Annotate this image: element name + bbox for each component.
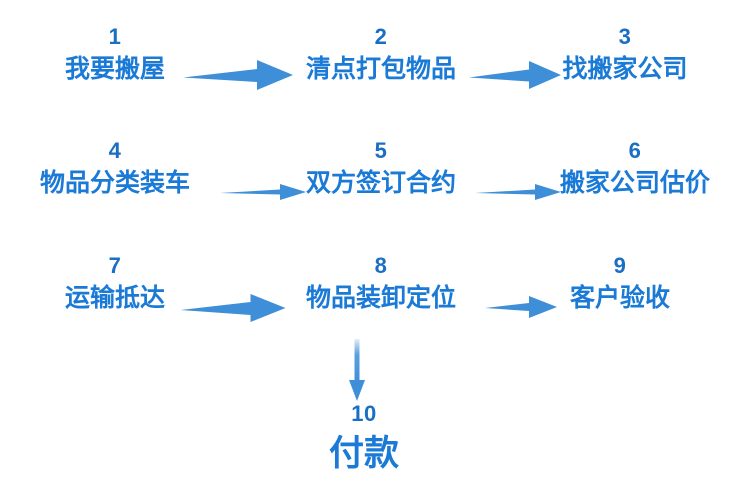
flow-step-9-number: 9	[613, 253, 627, 278]
arrow-8-to-9-icon	[485, 294, 557, 320]
flow-step-8-label: 物品装卸定位	[305, 284, 457, 312]
flow-step-1-number: 1	[108, 24, 122, 49]
arrow-7-to-8-icon	[180, 292, 286, 324]
flow-step-7-label: 运输抵达	[64, 284, 166, 312]
flow-step-6-label: 搬家公司估价	[559, 169, 711, 197]
arrow-5-to-6-icon	[475, 181, 561, 203]
flow-step-7[interactable]: 7 运输抵达	[65, 255, 165, 311]
flow-step-2[interactable]: 2 清点打包物品	[306, 26, 456, 82]
flow-step-4-label: 物品分类装车	[39, 169, 191, 197]
flow-step-8[interactable]: 8 物品装卸定位	[306, 255, 456, 311]
flow-step-10[interactable]: 10 付款	[328, 401, 400, 473]
flow-step-4[interactable]: 4 物品分类装车	[40, 140, 190, 196]
flow-step-1-label: 我要搬屋	[64, 55, 166, 83]
flow-step-3[interactable]: 3 找搬家公司	[562, 26, 687, 82]
arrow-1-to-2-icon	[183, 58, 293, 92]
flow-step-3-label: 找搬家公司	[562, 55, 688, 83]
flow-step-7-number: 7	[108, 253, 122, 278]
flow-step-2-number: 2	[374, 24, 388, 49]
flow-step-5-label: 双方签订合约	[305, 169, 457, 197]
flow-step-2-label: 清点打包物品	[305, 55, 457, 83]
flow-step-5-number: 5	[374, 138, 388, 163]
arrow-4-to-5-icon	[220, 181, 306, 203]
flow-step-4-number: 4	[108, 138, 122, 163]
flow-step-6-number: 6	[628, 138, 642, 163]
flow-step-10-number: 10	[351, 401, 377, 426]
arrow-2-to-3-icon	[469, 59, 561, 91]
flow-step-9[interactable]: 9 客户验收	[570, 255, 670, 311]
flow-step-8-number: 8	[374, 253, 388, 278]
arrow-8-to-10-icon	[342, 339, 372, 403]
flow-step-9-label: 客户验收	[569, 284, 671, 312]
flow-step-1[interactable]: 1 我要搬屋	[65, 26, 165, 82]
flow-step-6[interactable]: 6 搬家公司估价	[560, 140, 710, 196]
flow-step-5[interactable]: 5 双方签订合约	[306, 140, 456, 196]
flow-step-3-number: 3	[618, 24, 632, 49]
flow-step-10-label: 付款	[328, 434, 400, 473]
